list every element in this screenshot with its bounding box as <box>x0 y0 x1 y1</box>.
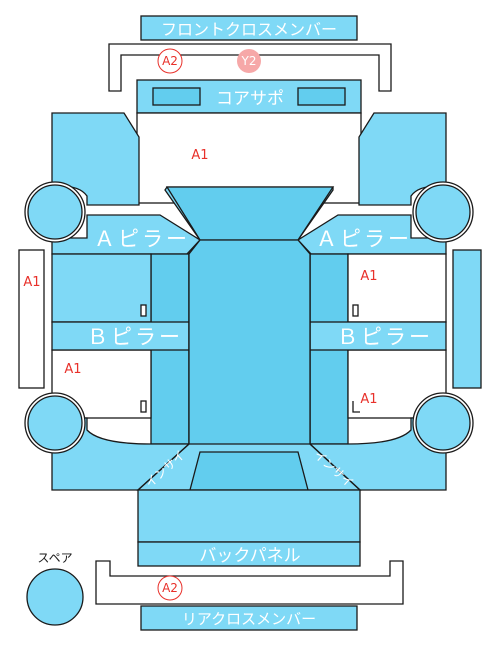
core-support-label: コアサポ <box>216 89 284 109</box>
left-b-pillar-label: Ｂピラー <box>87 325 183 349</box>
front-cross-y2-badge[interactable] <box>237 49 261 73</box>
core-support-right-opening <box>297 87 346 106</box>
rear-cross-member-label: リアクロスメンバー <box>182 610 316 628</box>
back-panel[interactable] <box>137 541 361 567</box>
hood-a1-mark: A1 <box>191 148 208 163</box>
rear-cross-member-outline[interactable] <box>95 560 404 605</box>
right-rear-door-handle <box>352 401 360 413</box>
core-support-left-opening <box>152 87 201 106</box>
rear-cross-a2-mark: A2 <box>162 581 178 595</box>
right-front-door-handle <box>352 304 359 317</box>
left-rear-door-a1-mark: A1 <box>64 362 81 377</box>
left-side-skirt[interactable] <box>18 249 45 389</box>
left-front-door-handle <box>140 304 147 317</box>
left-a-pillar-label: Ａピラー <box>94 227 190 251</box>
front-cross-a2-badge[interactable] <box>157 48 183 74</box>
right-front-wheel[interactable] <box>415 184 471 240</box>
left-front-wheel[interactable] <box>27 184 83 240</box>
rear-cross-member-panel[interactable] <box>140 605 358 631</box>
right-front-door-a1-mark: A1 <box>360 269 377 284</box>
right-a-pillar-label: Ａピラー <box>316 227 412 251</box>
spare-tire[interactable] <box>26 568 84 626</box>
left-front-door[interactable] <box>51 253 152 323</box>
windshield[interactable] <box>165 186 335 241</box>
right-front-door[interactable] <box>347 253 447 323</box>
left-rear-door-handle <box>140 400 147 413</box>
front-cross-a2-mark: A2 <box>162 54 178 68</box>
spare-label: スペア <box>37 551 72 565</box>
right-rear-door-a1-mark: A1 <box>360 392 377 407</box>
left-side-a1-mark: A1 <box>23 275 40 290</box>
trunk-lid[interactable] <box>137 489 361 543</box>
front-cross-member-label: フロントクロスメンバー <box>161 20 337 39</box>
right-inside-divider <box>309 443 361 491</box>
front-cross-member-panel[interactable] <box>140 15 358 41</box>
roof-panel[interactable] <box>188 239 311 453</box>
left-inside-divider <box>137 443 190 491</box>
rear-window-glass <box>189 451 309 491</box>
left-rear-wheel[interactable] <box>27 395 83 451</box>
right-rear-wheel[interactable] <box>415 395 471 451</box>
right-side-skirt[interactable] <box>452 249 482 389</box>
back-panel-label: バックパネル <box>199 546 300 566</box>
right-b-pillar-label: Ｂピラー <box>337 325 433 349</box>
rear-cross-a2-badge[interactable] <box>157 575 183 601</box>
front-cross-y2-mark: Y2 <box>241 54 257 68</box>
